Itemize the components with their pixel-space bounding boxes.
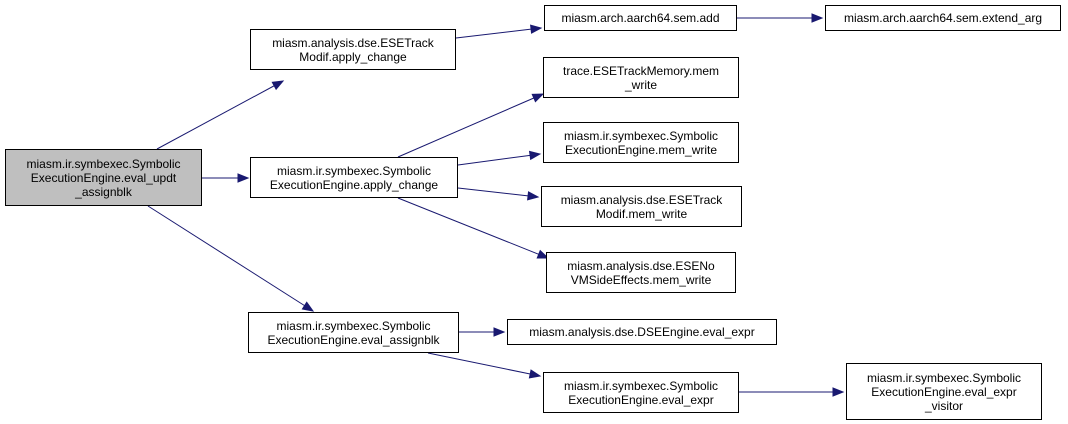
node-label-line: VMSideEffects.mem_write xyxy=(570,272,712,287)
node-trace-esetrackmemory-mem-write[interactable]: trace.ESETrackMemory.mem _write xyxy=(543,57,739,98)
node-label-line: miasm.arch.aarch64.sem.add xyxy=(561,11,720,25)
node-label-line: _assignblk xyxy=(75,184,132,199)
node-label-line: miasm.analysis.dse.ESETrack xyxy=(272,35,434,50)
node-label-line: miasm.analysis.dse.ESENo xyxy=(567,258,715,273)
node-dseengine-eval-expr[interactable]: miasm.analysis.dse.DSEEngine.eval_expr xyxy=(507,319,777,345)
node-label-line: ExecutionEngine.mem_write xyxy=(564,142,718,157)
node-label-line: miasm.arch.aarch64.sem.extend_arg xyxy=(843,11,1043,25)
node-label-line: ExecutionEngine.eval_expr xyxy=(871,384,1017,399)
node-label-line: miasm.ir.symbexec.Symbolic xyxy=(276,318,431,333)
node-label-line: Modif.mem_write xyxy=(595,206,688,221)
edge-sym-apply-to-nvm-mem xyxy=(397,197,539,255)
node-label-line: miasm.analysis.dse.ESETrack xyxy=(560,192,723,207)
node-esetrackmodif-apply-change[interactable]: miasm.analysis.dse.ESETrack Modif.apply_… xyxy=(250,29,456,70)
node-label-line: _visitor xyxy=(924,398,963,413)
node-label-line: ExecutionEngine.eval_updt xyxy=(30,170,177,185)
node-label-line: miasm.analysis.dse.DSEEngine.eval_expr xyxy=(529,325,755,339)
node-label-line: ExecutionEngine.apply_change xyxy=(269,177,439,192)
edge-sym-apply-to-trace-mem-arrowhead xyxy=(531,93,545,103)
edge-ese-apply-to-sem-add xyxy=(455,28,532,39)
node-symbolic-eval-expr[interactable]: miasm.ir.symbexec.Symbolic ExecutionEngi… xyxy=(543,372,739,413)
edge-eval-updt-to-ese-apply-arrowhead xyxy=(271,80,285,91)
edge-sem-add-to-extend-arg-arrowhead xyxy=(811,13,824,23)
node-label-line: miasm.ir.symbexec.Symbolic xyxy=(866,370,1022,385)
edge-sym-eval-assign-to-sym-eval xyxy=(427,352,531,375)
node-symbolic-eval-expr-visitor[interactable]: miasm.ir.symbexec.Symbolic ExecutionEngi… xyxy=(846,363,1042,420)
edge-eval-updt-to-sym-eval-assign-arrowhead xyxy=(301,301,315,312)
node-label-line: _write xyxy=(624,77,657,92)
node-esenovmsideeffects-mem-write[interactable]: miasm.analysis.dse.ESENo VMSideEffects.m… xyxy=(546,252,736,293)
edge-sym-apply-to-nvm-mem-arrowhead xyxy=(536,249,550,259)
node-esetrackmodif-mem-write[interactable]: miasm.analysis.dse.ESETrack Modif.mem_wr… xyxy=(541,186,742,227)
edge-sym-eval-assign-to-dse-eval-arrowhead xyxy=(493,327,506,337)
node-symbolic-apply-change[interactable]: miasm.ir.symbexec.Symbolic ExecutionEngi… xyxy=(250,157,458,198)
edge-eval-updt-to-ese-apply xyxy=(156,85,275,150)
edge-sym-apply-to-ese-mem-arrowhead xyxy=(527,191,540,201)
edge-sym-apply-to-ese-mem xyxy=(457,187,529,197)
node-symbolic-eval-assignblk[interactable]: miasm.ir.symbexec.Symbolic ExecutionEngi… xyxy=(248,312,459,353)
edge-sym-eval-assign-to-sym-eval-arrowhead xyxy=(528,369,542,379)
node-label-line: ExecutionEngine.eval_assignblk xyxy=(267,332,440,347)
node-label-line: ExecutionEngine.eval_expr xyxy=(568,392,714,407)
node-eval-updt-assignblk[interactable]: miasm.ir.symbexec.Symbolic ExecutionEngi… xyxy=(5,149,202,206)
node-label-line: miasm.ir.symbexec.Symbolic xyxy=(563,128,719,143)
edge-sym-apply-to-sym-mem-arrowhead xyxy=(528,150,542,161)
node-label-line: miasm.ir.symbexec.Symbolic xyxy=(563,378,719,393)
node-label-line: trace.ESETrackMemory.mem xyxy=(562,63,720,78)
node-label-line: Modif.apply_change xyxy=(299,49,407,64)
edge-sym-apply-to-trace-mem xyxy=(397,97,535,158)
edge-eval-updt-to-sym-apply-arrowhead xyxy=(237,173,250,183)
edge-sym-eval-to-visitor-arrowhead xyxy=(832,387,845,397)
edge-ese-apply-to-sem-add-arrowhead xyxy=(530,24,543,34)
edge-eval-updt-to-sym-eval-assign xyxy=(147,205,305,307)
node-label-line: miasm.ir.symbexec.Symbolic xyxy=(26,156,181,171)
node-aarch64-sem-extend-arg[interactable]: miasm.arch.aarch64.sem.extend_arg xyxy=(825,5,1061,31)
node-symbolic-mem-write[interactable]: miasm.ir.symbexec.Symbolic ExecutionEngi… xyxy=(543,122,739,163)
node-label-line: miasm.ir.symbexec.Symbolic xyxy=(276,163,432,178)
node-aarch64-sem-add[interactable]: miasm.arch.aarch64.sem.add xyxy=(544,5,737,31)
edge-sym-apply-to-sym-mem xyxy=(457,154,531,166)
